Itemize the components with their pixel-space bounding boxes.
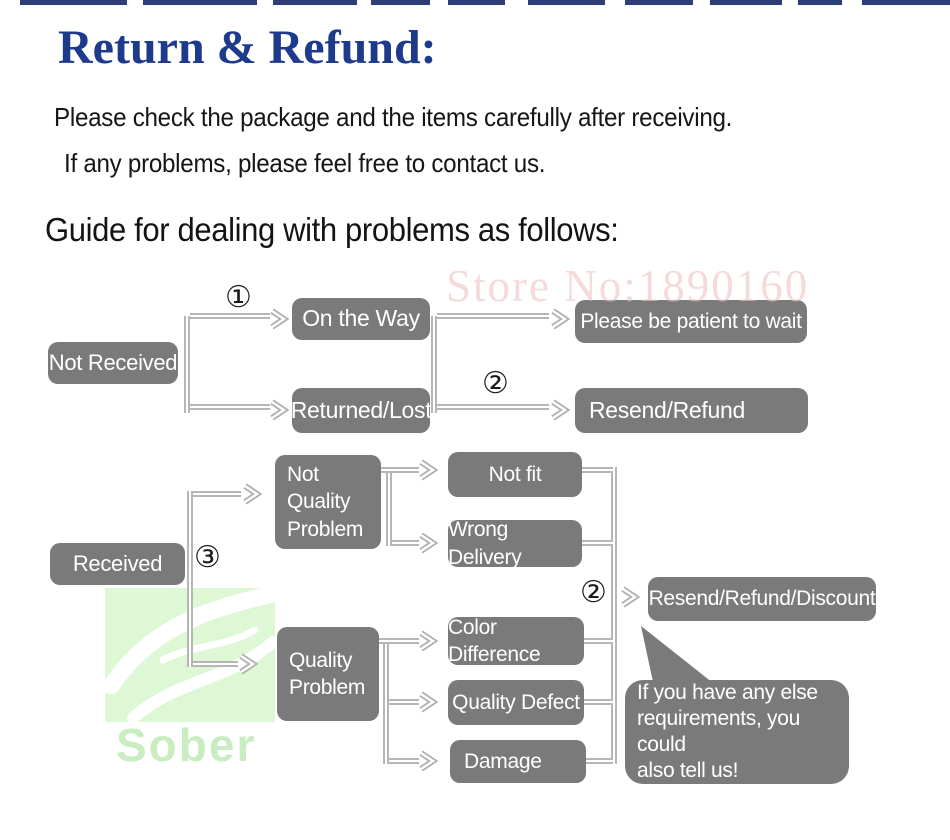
connector-line	[582, 467, 613, 473]
connector-line	[582, 540, 613, 546]
node-not-quality-problem: Not Quality Problem	[275, 455, 381, 549]
step-number-2b: ②	[580, 575, 607, 610]
node-not-fit: Not fit	[448, 452, 582, 497]
connector-line	[389, 758, 419, 764]
connector-line	[437, 404, 549, 410]
step-number-2: ②	[482, 366, 509, 401]
intro-line-1: Please check the package and the items c…	[54, 102, 733, 132]
sober-brand-watermark: Sober	[116, 719, 257, 771]
speech-bubble-note: If you have any else requirements, you c…	[625, 680, 849, 784]
connector-line	[383, 638, 389, 764]
arrowhead-icon	[549, 308, 571, 330]
node-returned-lost: Returned/Lost	[291, 388, 432, 433]
connector-line	[379, 638, 419, 644]
arrowhead-icon	[417, 630, 439, 652]
connector-line	[584, 638, 613, 644]
arrowhead-icon	[268, 399, 290, 421]
node-on-the-way: On the Way	[292, 298, 430, 340]
arrowhead-icon	[417, 459, 439, 481]
page-title: Return & Refund:	[58, 21, 437, 74]
connector-line	[611, 467, 617, 764]
connector-line	[193, 661, 238, 667]
arrowhead-icon	[619, 586, 641, 608]
node-wrong-delivery: Wrong Delivery	[448, 518, 582, 569]
connector-line	[431, 316, 437, 413]
guide-heading: Guide for dealing with problems as follo…	[45, 211, 619, 248]
connector-line	[379, 467, 419, 473]
cropped-banner-strip	[0, 0, 950, 5]
connector-line	[586, 758, 613, 764]
connector-line	[392, 540, 419, 546]
connector-line	[386, 467, 392, 546]
arrowhead-icon	[237, 653, 259, 675]
speech-bubble-tail	[641, 626, 713, 683]
node-received: Received	[50, 543, 185, 585]
intro-line-2: If any problems, please feel free to con…	[64, 148, 546, 178]
connector-line	[193, 491, 241, 497]
node-be-patient: Please be patient to wait	[575, 300, 807, 343]
connector-line	[584, 699, 613, 705]
connector-line	[437, 313, 549, 319]
connector-line	[187, 491, 193, 667]
arrowhead-icon	[417, 750, 439, 772]
node-resend-refund-discount: Resend/Refund/Discount	[648, 577, 876, 621]
connector-line	[190, 313, 270, 319]
node-resend-refund: Resend/Refund	[575, 388, 808, 433]
step-number-3: ③	[194, 540, 221, 575]
node-not-received: Not Received	[48, 342, 178, 384]
connector-line	[389, 699, 419, 705]
connector-line	[184, 316, 190, 413]
node-color-difference: Color Difference	[448, 616, 584, 666]
arrowhead-icon	[241, 483, 263, 505]
connector-line	[190, 404, 270, 410]
sober-leaf-swoosh-icon	[102, 585, 282, 724]
node-quality-problem: Quality Problem	[277, 627, 379, 721]
arrowhead-icon	[417, 691, 439, 713]
arrowhead-icon	[417, 532, 439, 554]
step-number-1: ①	[225, 280, 252, 315]
arrowhead-icon	[549, 399, 571, 421]
node-quality-defect: Quality Defect	[448, 680, 584, 725]
node-damage: Damage	[450, 740, 586, 783]
arrowhead-icon	[268, 308, 290, 330]
